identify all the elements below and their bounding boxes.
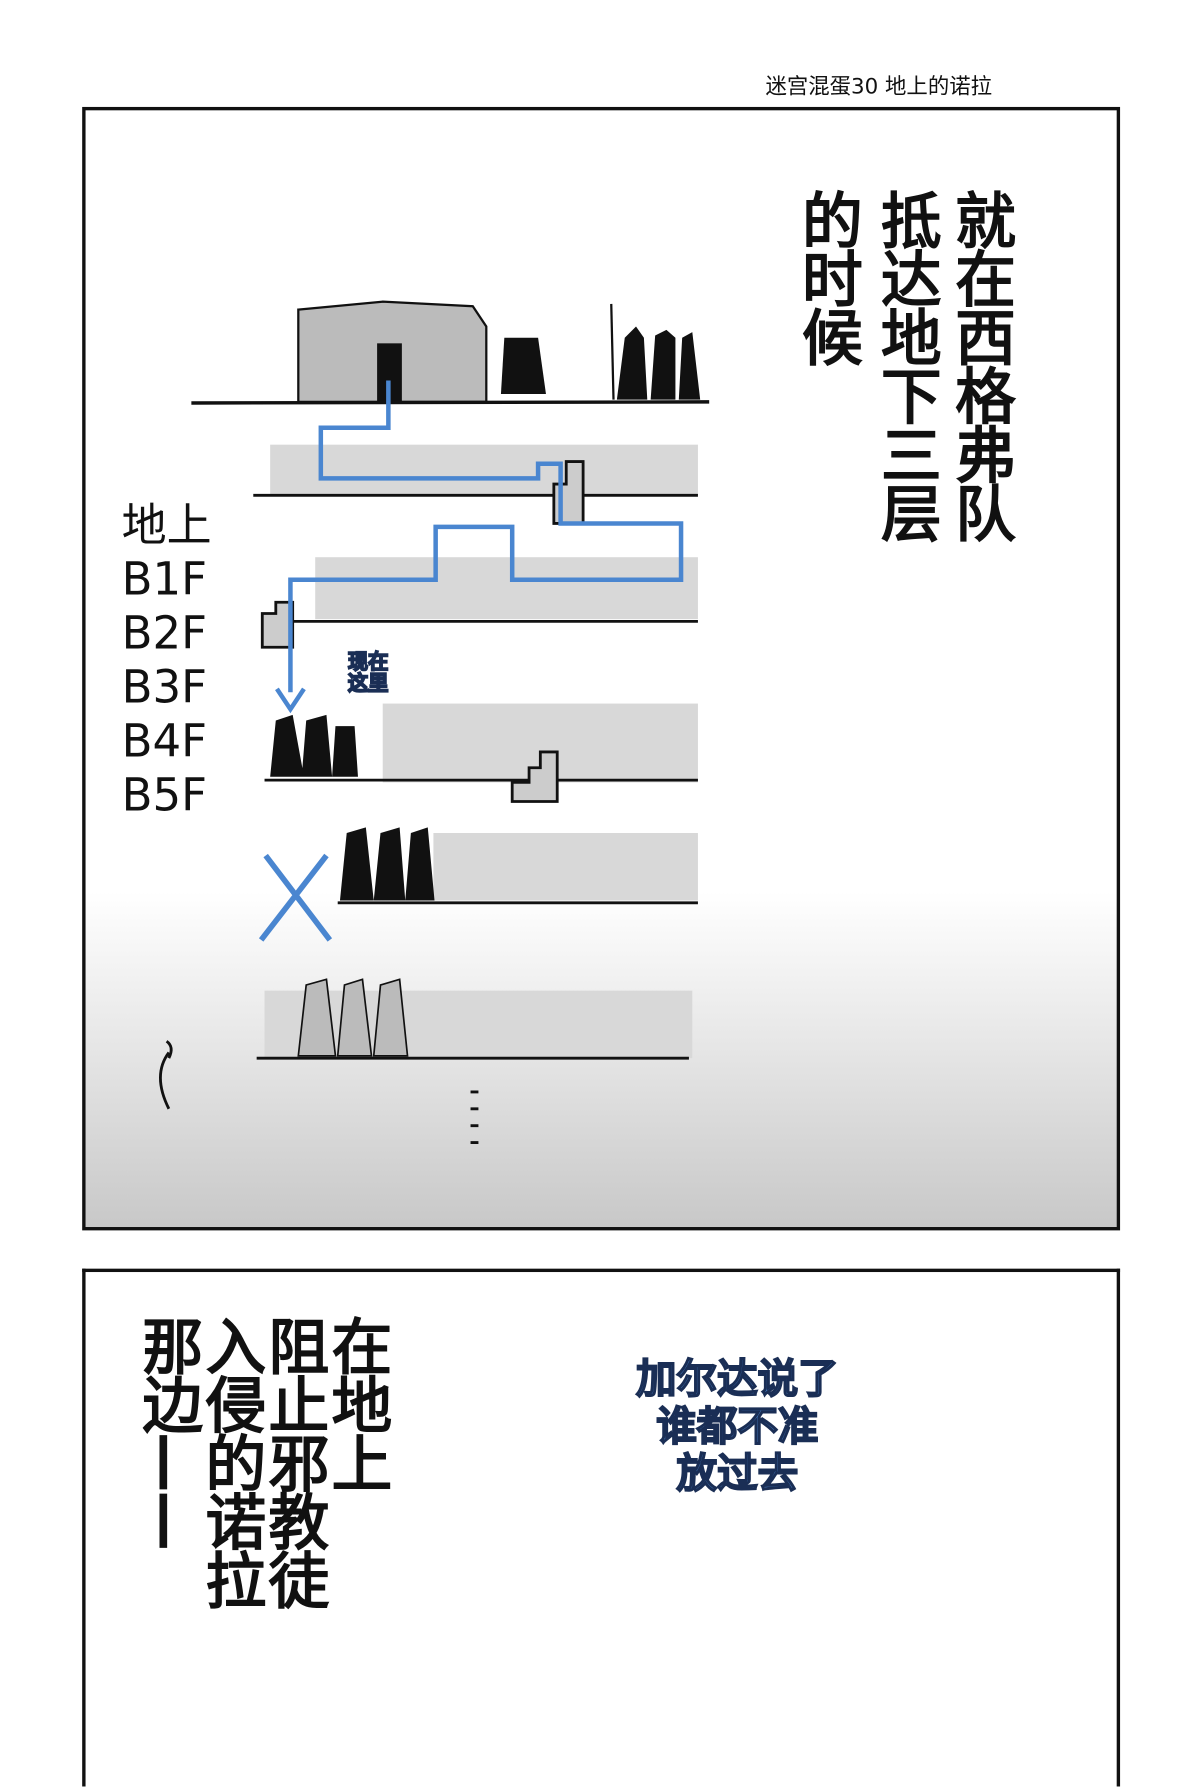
b5f-figures (297, 978, 409, 1057)
chapter-title: 迷宫混蛋30 地上的诺拉 (765, 74, 992, 100)
narration2-col-1: 在地上 (320, 1314, 392, 1491)
here-marker: 现在 这里 (347, 650, 389, 696)
party-figures (270, 714, 358, 777)
floor-labels: 地上 B1F B2F B3F B4F B5F (122, 499, 212, 823)
cultist-figures (616, 326, 701, 400)
narration2-col-2: 阻止邪教徒 (257, 1314, 329, 1608)
floor-label: B4F (121, 715, 208, 768)
route-path (288, 380, 684, 693)
knight-figure (500, 337, 546, 394)
cross-mark-icon (258, 853, 333, 942)
floor-label: B1F (121, 553, 208, 606)
speech-line: 放过去 (676, 1450, 799, 1498)
narration-col-2: 抵达地下三层 (870, 189, 942, 541)
floor-ground (191, 400, 710, 405)
floor-label: B3F (121, 661, 208, 714)
speech-line: 谁都不准 (655, 1403, 819, 1451)
panel-surface (82, 1268, 1121, 1787)
floor-label: B5F (121, 769, 208, 822)
narration-col-3: 的时候 (791, 189, 863, 365)
speech-text: 加尔达说了 谁都不准 放过去 (635, 1356, 839, 1498)
speech-line: 加尔达说了 (635, 1356, 839, 1404)
narration2-col-4: 那边—— (131, 1314, 203, 1549)
narration-col-1: 就在西格弗队 (944, 189, 1016, 541)
here-line: 现在 (347, 650, 389, 675)
narration2-col-3: 入侵的诺拉 (194, 1314, 266, 1608)
route-arrow-icon (275, 687, 306, 714)
floor-label: 地上 (121, 499, 212, 552)
b4f-cultists (339, 827, 435, 901)
here-line: 这里 (347, 672, 389, 696)
floor-label: B2F (121, 607, 208, 660)
